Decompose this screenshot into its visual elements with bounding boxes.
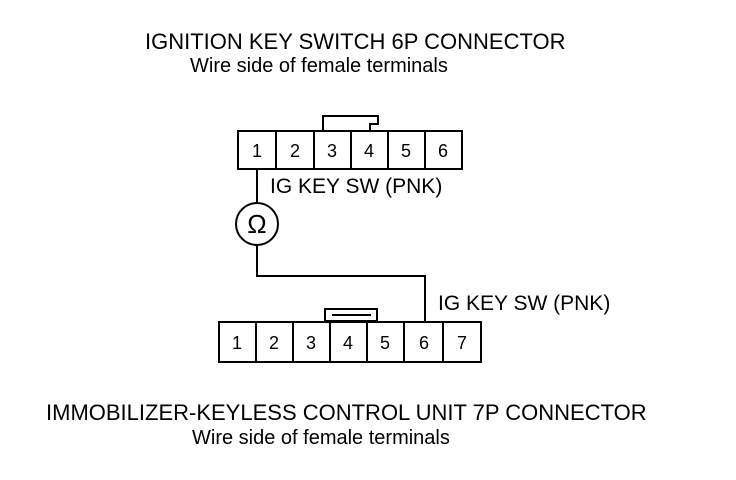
ignition-key-switch-connector: 1 2 3 4 5 6 [237,115,463,170]
ohmmeter: Ω [235,202,279,246]
ignition-pin-2: 2 [290,141,300,161]
immobilizer-connector-body [218,321,482,363]
immobilizer-connector-title: IMMOBILIZER-KEYLESS CONTROL UNIT 7P CONN… [46,400,647,425]
immobilizer-control-unit-connector: 1 2 3 4 5 6 7 [218,308,482,363]
ignition-connector-title: IGNITION KEY SWITCH 6P CONNECTOR [145,29,566,54]
ignition-wire-label: IG KEY SW (PNK) [270,175,442,198]
ignition-pin-4: 4 [364,141,374,161]
immobilizer-pin-3: 3 [306,333,316,353]
immobilizer-pin-6: 6 [419,333,429,353]
ignition-connector-lock-tab [322,115,379,131]
ignition-pin-1: 1 [252,141,262,161]
ignition-pin-5: 5 [401,141,411,161]
ohm-symbol: Ω [247,209,266,239]
ohmmeter-circle [235,202,279,246]
ignition-connector-subtitle: Wire side of female terminals [190,55,448,77]
immobilizer-connector-subtitle: Wire side of female terminals [192,427,450,449]
immobilizer-pin-7: 7 [457,333,467,353]
ignition-pin-3: 3 [327,141,337,161]
immobilizer-pin-1: 1 [232,333,242,353]
test-wires [256,169,426,330]
immobilizer-wire-label: IG KEY SW (PNK) [438,292,610,315]
wire-to-immobilizer [256,245,426,330]
immobilizer-pin-2: 2 [269,333,279,353]
immobilizer-pin-5: 5 [380,333,390,353]
immobilizer-pin-4: 4 [343,333,353,353]
ignition-pin-6: 6 [438,141,448,161]
